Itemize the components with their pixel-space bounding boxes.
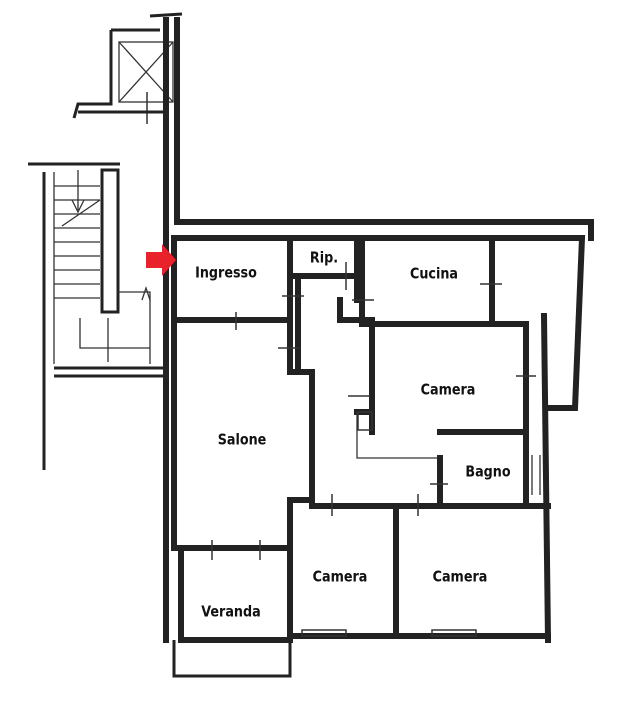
room-label-veranda: Veranda — [201, 603, 260, 620]
interior-walls — [171, 235, 551, 678]
room-label-camera-left: Camera — [313, 568, 368, 585]
room-label-ingresso: Ingresso — [195, 264, 257, 281]
door-marks — [211, 262, 536, 637]
room-label-bagno: Bagno — [465, 463, 510, 480]
room-label-salone: Salone — [218, 431, 267, 448]
room-label-camera-right: Camera — [433, 568, 488, 585]
room-label-ripostiglio: Rip. — [310, 249, 338, 266]
room-label-camera-main: Camera — [421, 381, 476, 398]
stairwell — [28, 162, 166, 470]
room-label-cucina: Cucina — [410, 265, 458, 282]
entrance-arrow-icon — [146, 244, 176, 276]
